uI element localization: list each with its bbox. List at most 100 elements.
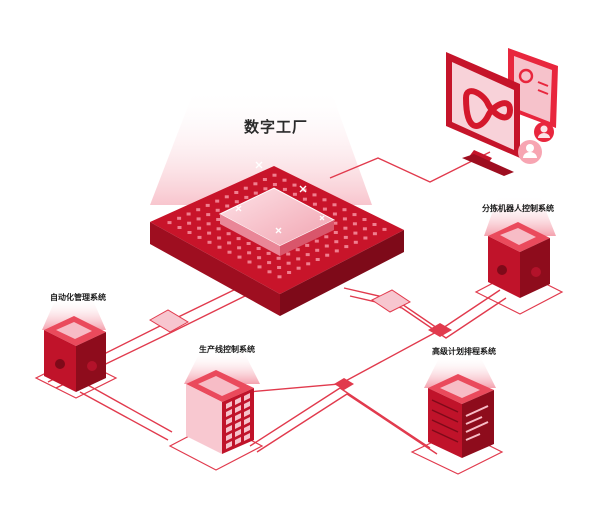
chip-pin [216, 218, 221, 221]
chip-pin [224, 195, 229, 199]
chip-pin [305, 243, 310, 247]
central-chip [150, 166, 404, 316]
chip-pin [286, 261, 291, 265]
chip-pin [244, 195, 249, 199]
aps-system-label: 高级计划排程系统 [432, 347, 496, 356]
chip-pin [282, 187, 287, 191]
chip-pin [312, 202, 317, 206]
chip-pin [263, 187, 268, 191]
chip-pin [257, 256, 262, 260]
chip-pin [177, 226, 182, 229]
building-window [244, 433, 250, 441]
automation-system-label: 自动化管理系统 [50, 293, 106, 302]
building-window [244, 401, 250, 409]
chip-pin [243, 186, 248, 190]
chip-pin [325, 253, 330, 257]
building-window [235, 429, 241, 437]
building-window [226, 417, 232, 425]
building-window [235, 405, 241, 413]
chip-pin [353, 231, 358, 235]
chip-pin [292, 192, 297, 196]
chip-pin [197, 226, 202, 230]
building-window [244, 393, 250, 401]
chip-pin [363, 236, 368, 240]
chip-pin [216, 227, 221, 231]
chip-pin [296, 257, 301, 261]
line-chip-robot [343, 287, 501, 331]
chip-pin [324, 244, 329, 248]
chip-pin [286, 252, 291, 256]
building-window [226, 433, 232, 441]
chip-pin [177, 216, 182, 220]
chip-pin [217, 236, 222, 240]
chip-pin [332, 203, 337, 207]
building-window [226, 409, 232, 417]
diagram-title: 数字工厂 [244, 118, 309, 136]
building-window [235, 413, 241, 421]
chip-pin [206, 222, 211, 226]
chip-pin [342, 208, 347, 212]
chip-pin [266, 251, 271, 255]
automation-management-node [34, 298, 118, 399]
chip-pin [267, 261, 272, 265]
chip-pin [207, 231, 212, 235]
chip-pin [315, 258, 320, 261]
chip-pin [197, 235, 202, 239]
chip-pin [342, 217, 347, 221]
chip-pin [272, 183, 277, 186]
chip-pin [247, 260, 252, 264]
chip-pin [236, 237, 241, 241]
line-line-aps-2 [249, 387, 431, 449]
chip-pin [246, 242, 251, 245]
chip-pin [322, 207, 327, 211]
building-window [244, 425, 250, 433]
chip-pin [343, 235, 348, 239]
chip-pin [257, 265, 262, 269]
line-chip-monitor [329, 151, 491, 183]
building-window [235, 421, 241, 429]
chip-pin [333, 231, 338, 234]
chip-pin [227, 241, 232, 245]
chip-pin [234, 191, 239, 194]
chip-pin [372, 232, 377, 236]
building-window [226, 441, 232, 449]
chip-pin [314, 239, 319, 243]
chip-pin [382, 227, 387, 231]
chip-pin [256, 247, 261, 250]
building-window [226, 425, 232, 433]
chip-pin [207, 240, 212, 244]
chip-pin [282, 178, 287, 182]
chip-pin [322, 198, 327, 202]
building-window [244, 409, 250, 417]
chip-pin [277, 266, 282, 269]
chip-pin [352, 222, 357, 226]
chip-pin [292, 183, 297, 187]
chip-pin [227, 250, 232, 254]
robot-control-node [474, 196, 564, 315]
chip-pin [353, 240, 358, 244]
chip-pin [306, 262, 311, 266]
chip-pin [372, 223, 377, 226]
chip-pin [226, 232, 231, 236]
chip-pin [187, 231, 192, 234]
chip-pin [344, 245, 349, 249]
chip-pin [315, 248, 320, 252]
production-line-system-label: 生产线控制系统 [199, 345, 255, 354]
chip-pin [334, 240, 339, 244]
monitor-infinity-icon [446, 48, 558, 176]
chip-pin [305, 253, 310, 257]
chip-pin [332, 212, 337, 216]
robot-system-label: 分拣机器人控制系统 [482, 204, 554, 213]
chip-pin [187, 221, 192, 225]
chip-pin [287, 271, 292, 274]
chip-pin [215, 208, 220, 212]
chip-pin [247, 251, 252, 255]
chip-pin [237, 255, 242, 259]
chip-pin [205, 203, 210, 207]
chip-pin [267, 270, 272, 274]
chip-pin [215, 199, 220, 203]
chip-pin [272, 173, 277, 177]
building-window [244, 417, 250, 425]
